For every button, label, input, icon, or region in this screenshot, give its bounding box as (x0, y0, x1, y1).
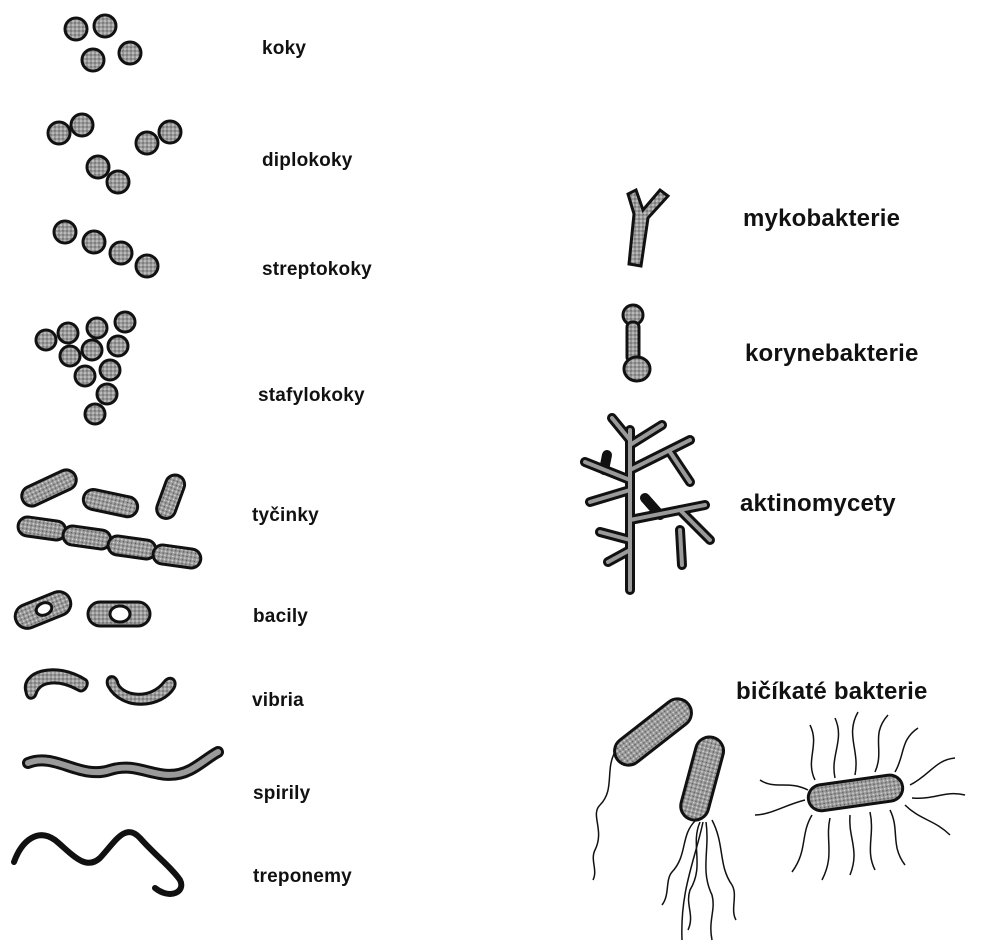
monotrichous-rod (593, 693, 697, 880)
label-bacily: bacily (253, 606, 308, 628)
streptococci-icon (54, 221, 158, 277)
label-stafylokoky: stafylokoky (258, 385, 365, 407)
peritrichous-rod (755, 712, 965, 880)
label-tycinky: tyčinky (252, 505, 319, 527)
flagellated-bacteria-icon (593, 693, 965, 940)
corynebacteria-icon (623, 305, 650, 381)
label-korynebakterie: korynebakterie (745, 340, 919, 368)
treponema-icon (14, 832, 181, 894)
lophotrichous-rod (662, 734, 736, 940)
actinomycetes-icon (585, 418, 710, 590)
bacilli-icon (12, 588, 150, 632)
rods-icon (17, 467, 202, 570)
diplococci-icon (48, 114, 181, 193)
label-mykobakterie: mykobakterie (743, 205, 900, 233)
cocci-icon (65, 15, 141, 71)
label-streptokoky: streptokoky (262, 259, 372, 281)
mycobacteria-icon (628, 190, 668, 266)
label-bicikate-bakterie: bičíkaté bakterie (736, 678, 928, 706)
label-vibria: vibria (252, 690, 304, 712)
staphylococci-icon (36, 312, 135, 424)
label-diplokoky: diplokoky (262, 150, 352, 172)
label-aktinomycety: aktinomycety (740, 490, 896, 518)
vibrio-icon (25, 670, 175, 705)
label-koky: koky (262, 38, 306, 60)
label-treponemy: treponemy (253, 866, 352, 888)
label-spirily: spirily (253, 783, 310, 805)
